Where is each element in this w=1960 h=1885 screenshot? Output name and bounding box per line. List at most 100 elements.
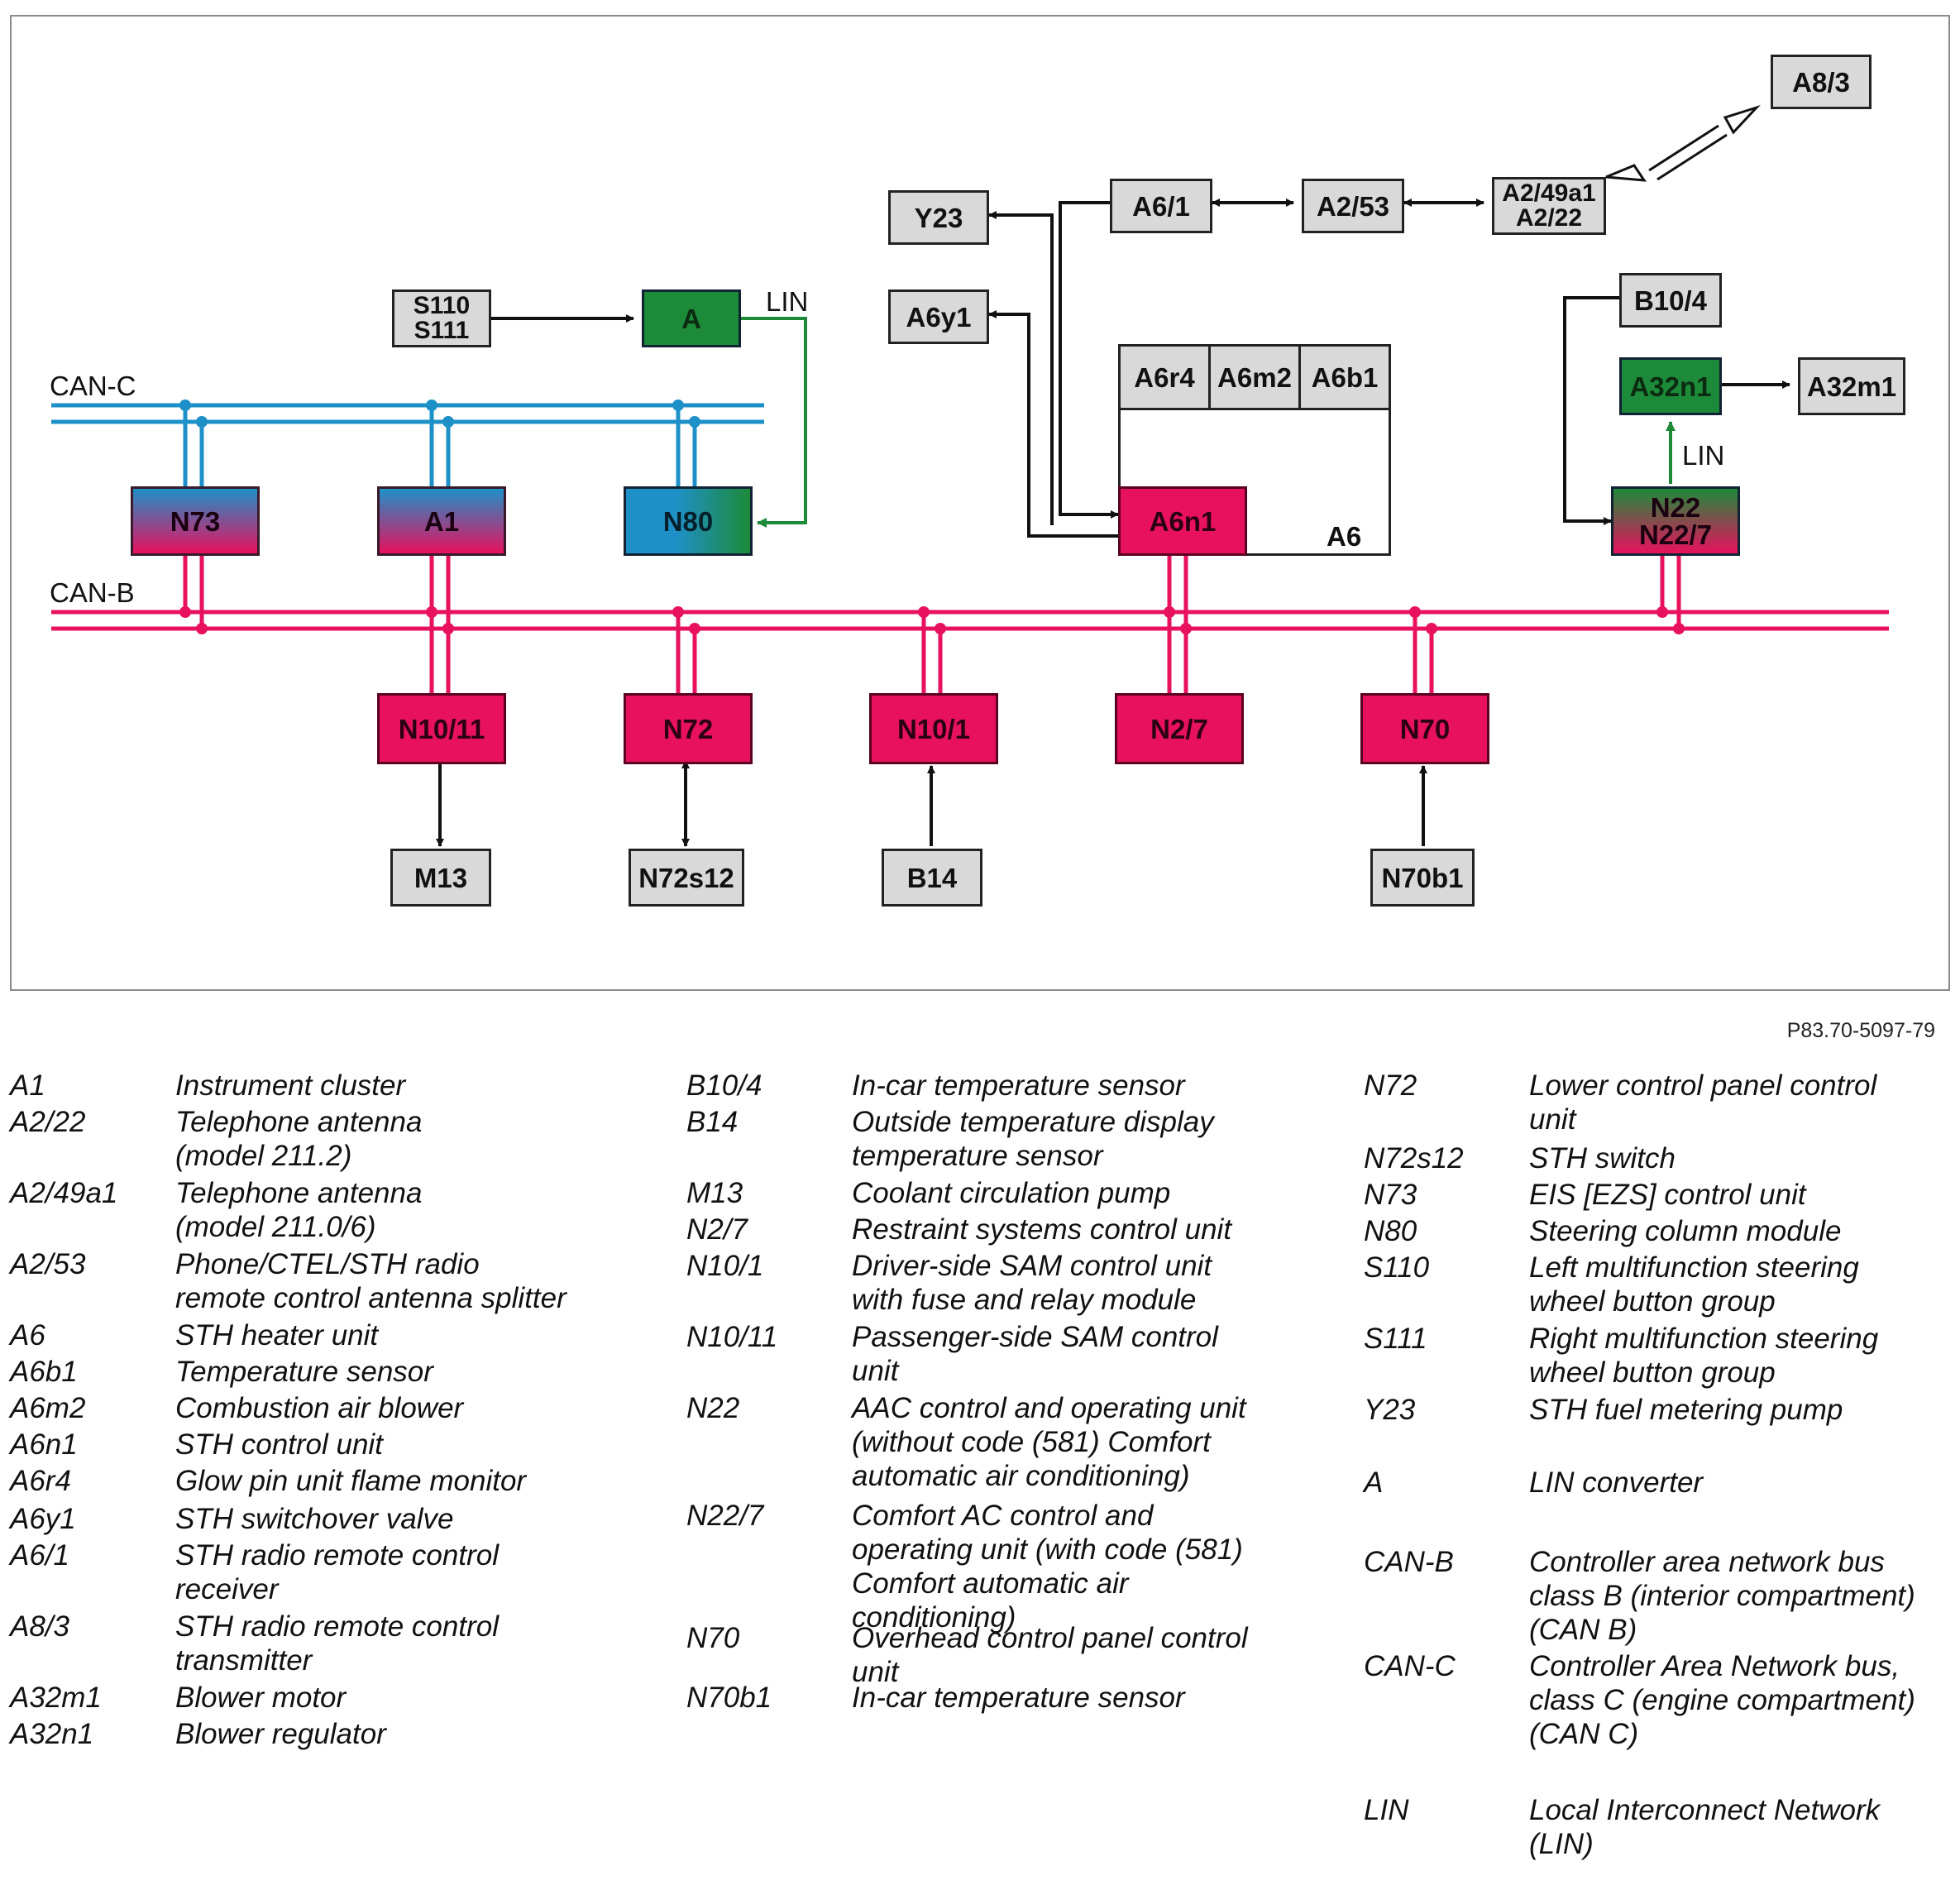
- box-a1: A1: [377, 486, 506, 556]
- can-c-label: CAN-C: [50, 371, 136, 401]
- legend-description: STH switchover valve: [175, 1503, 454, 1535]
- legend-code: LIN: [1364, 1794, 1409, 1826]
- radio-link: [1605, 104, 1761, 182]
- legend-description: STH control unit: [175, 1428, 383, 1461]
- legend-description: Temperature sensor: [175, 1356, 433, 1388]
- legend-description: Combustion air blower: [175, 1392, 464, 1424]
- box-n22: N22 N22/7: [1611, 486, 1740, 556]
- legend-description: Blower regulator: [175, 1718, 386, 1750]
- box-n2-7: N2/7: [1115, 693, 1244, 764]
- legend-code: N72s12: [1364, 1142, 1464, 1175]
- legend-description: Instrument cluster: [175, 1069, 406, 1102]
- box-a2-49a1: A2/49a1 A2/22: [1492, 177, 1606, 235]
- legend-description: Right multifunction steering wheel butto…: [1529, 1323, 1879, 1389]
- legend-code: M13: [686, 1177, 743, 1209]
- legend-code: N10/11: [686, 1321, 778, 1353]
- box-a32n1: A32n1: [1619, 357, 1722, 415]
- legend-description: In-car temperature sensor: [852, 1682, 1185, 1714]
- legend-code: A6m2: [10, 1392, 86, 1424]
- box-n70b1: N70b1: [1370, 849, 1475, 907]
- box-b14: B14: [882, 849, 982, 907]
- legend-code: N72: [1364, 1069, 1417, 1102]
- legend-description: AAC control and operating unit (without …: [852, 1392, 1246, 1492]
- box-a32m1: A32m1: [1798, 357, 1905, 415]
- legend-description: EIS [EZS] control unit: [1529, 1179, 1806, 1211]
- legend-description: STH radio remote control receiver: [175, 1539, 499, 1605]
- box-a-lin-converter: A: [642, 289, 741, 347]
- legend-code: A: [1364, 1466, 1384, 1499]
- box-a6n1: A6n1: [1118, 486, 1247, 556]
- legend-code: N70: [686, 1622, 740, 1654]
- diagram-wiring: [51, 104, 1889, 847]
- box-n10-11: N10/11: [377, 693, 506, 764]
- legend-description: LIN converter: [1529, 1466, 1704, 1499]
- legend-code: A6y1: [10, 1503, 76, 1535]
- legend-code: S110: [1364, 1251, 1430, 1284]
- legend-description: In-car temperature sensor: [852, 1069, 1185, 1102]
- legend-description: Steering column module: [1529, 1215, 1842, 1247]
- box-a6b1: A6b1: [1298, 344, 1391, 410]
- can-c-bus: [51, 403, 764, 488]
- legend-code: B10/4: [686, 1069, 762, 1102]
- box-n80: N80: [624, 486, 753, 556]
- can-b-label: CAN-B: [50, 577, 135, 608]
- legend-description: STH fuel metering pump: [1529, 1394, 1843, 1426]
- a6-label: A6: [1327, 521, 1362, 552]
- legend-code: N10/1: [686, 1250, 764, 1282]
- legend-code: N22: [686, 1392, 740, 1424]
- legend-code: S111: [1364, 1323, 1427, 1355]
- box-b10-4: B10/4: [1619, 273, 1722, 328]
- legend-description: STH radio remote control transmitter: [175, 1610, 499, 1677]
- legend-code: A32n1: [10, 1718, 94, 1750]
- box-a2-53: A2/53: [1302, 179, 1404, 233]
- box-a8-3: A8/3: [1771, 55, 1872, 109]
- legend-code: N80: [1364, 1215, 1417, 1247]
- legend-description: Restraint systems control unit: [852, 1213, 1232, 1246]
- legend-code: A8/3: [10, 1610, 69, 1643]
- box-a6m2: A6m2: [1208, 344, 1301, 410]
- legend-description: Controller area network bus class B (int…: [1529, 1546, 1915, 1646]
- legend-description: Controller Area Network bus, class C (en…: [1529, 1650, 1915, 1750]
- lin-lines: [731, 317, 1676, 528]
- legend-description: Glow pin unit flame monitor: [175, 1465, 527, 1497]
- legend-description: STH switch: [1529, 1142, 1676, 1175]
- legend-code: B14: [686, 1106, 739, 1138]
- box-a6-1: A6/1: [1110, 179, 1212, 233]
- legend-code: A2/53: [10, 1248, 86, 1280]
- box-n73: N73: [131, 486, 260, 556]
- legend-code: N70b1: [686, 1682, 772, 1714]
- legend-description: Left multifunction steering wheel button…: [1529, 1251, 1859, 1318]
- box-n72: N72: [624, 693, 753, 764]
- legend-description: Telephone antenna (model 211.0/6): [175, 1177, 423, 1243]
- legend-code: A6b1: [10, 1356, 78, 1388]
- legend-description: Outside temperature display temperature …: [852, 1106, 1214, 1172]
- box-a6r4: A6r4: [1118, 344, 1211, 410]
- box-n70: N70: [1360, 693, 1489, 764]
- box-y23: Y23: [888, 190, 989, 245]
- lin-label-right: LIN: [1682, 440, 1725, 471]
- legend-code: A6/1: [10, 1539, 69, 1572]
- can-b-bus: [51, 554, 1889, 693]
- legend-code: CAN-C: [1364, 1650, 1456, 1682]
- legend-code: CAN-B: [1364, 1546, 1454, 1578]
- box-m13: M13: [390, 849, 491, 907]
- legend-code: N2/7: [686, 1213, 748, 1246]
- legend-description: Driver-side SAM control unit with fuse a…: [852, 1250, 1212, 1316]
- box-a6y1: A6y1: [888, 289, 989, 344]
- legend-code: Y23: [1364, 1394, 1416, 1426]
- legend-code: A32m1: [10, 1682, 102, 1714]
- legend-code: A1: [10, 1069, 45, 1102]
- legend-description: Phone/CTEL/STH radio remote control ante…: [175, 1248, 566, 1314]
- lin-label-top: LIN: [766, 286, 809, 317]
- box-n72s12: N72s12: [629, 849, 744, 907]
- legend-description: Coolant circulation pump: [852, 1177, 1171, 1209]
- legend-description: Local Interconnect Network (LIN): [1529, 1794, 1881, 1860]
- legend-code: N73: [1364, 1179, 1417, 1211]
- legend-code: N22/7: [686, 1500, 764, 1532]
- box-s110-s111: S110 S111: [392, 289, 491, 347]
- legend-description: Lower control panel control unit: [1529, 1069, 1877, 1136]
- legend-code: A2/22: [10, 1106, 86, 1138]
- box-n10-1: N10/1: [869, 693, 998, 764]
- figure-reference-code: P83.70-5097-79: [1786, 1019, 1935, 1042]
- legend-description: Overhead control panel control unit: [852, 1622, 1248, 1688]
